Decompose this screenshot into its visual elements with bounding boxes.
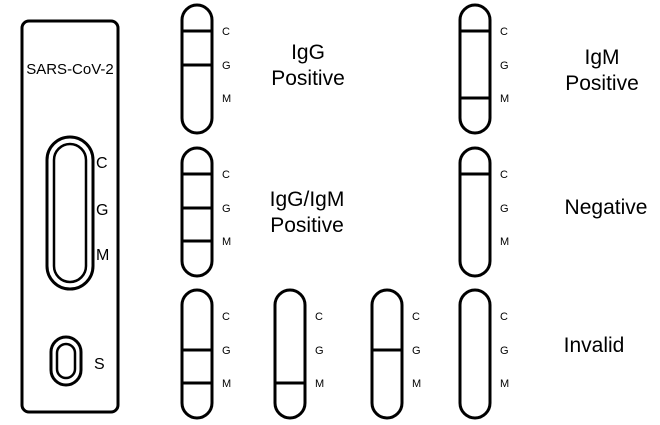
result-label-invalid: Invalid [563, 334, 625, 357]
strip-igg-igm-positive: C G M [180, 146, 231, 278]
strip-outline [370, 288, 404, 420]
result-label-igg-positive: IgG Positive [271, 41, 345, 90]
strip-outline [180, 3, 214, 135]
strip-letter-c: C [500, 26, 508, 38]
strip-letter-c: C [500, 169, 508, 181]
strip-invalid-2: C G M [273, 288, 324, 420]
strip-letter-c: C [500, 311, 508, 323]
strip-letter-g: G [500, 60, 509, 72]
strip-letter-m: M [500, 378, 509, 390]
strip-letter-m: M [412, 378, 421, 390]
strip-letter-m: M [222, 93, 231, 105]
result-label-igm-positive: IgM Positive [565, 46, 639, 95]
result-strips: C G M C G M C G M C G M C G M C G M C G M C G M [180, 3, 509, 420]
cassette-sample-well-inner [55, 342, 77, 380]
strip-letter-c: C [222, 26, 230, 38]
cassette-letter-s: S [94, 356, 105, 373]
strip-letter-g: G [412, 345, 421, 357]
strip-igg-positive: C G M [180, 3, 231, 135]
strip-letter-m: M [222, 378, 231, 390]
strip-letter-g: G [315, 345, 324, 357]
strip-invalid-3: C G M [370, 288, 421, 420]
strip-outline [180, 146, 214, 278]
cassette-letter-c: C [96, 155, 108, 172]
strip-letter-c: C [412, 311, 420, 323]
result-label-igg-igm-positive: IgG/IgM Positive [269, 188, 345, 237]
strip-negative: C G M [458, 146, 509, 278]
result-label-negative: Negative [564, 196, 648, 219]
strip-letter-m: M [500, 236, 509, 248]
cassette-brand-label: SARS-CoV-2 [26, 61, 114, 78]
strip-letter-g: G [222, 345, 231, 357]
strip-letter-c: C [315, 311, 323, 323]
strip-letter-g: G [222, 203, 231, 215]
strip-invalid-1: C G M [180, 288, 231, 420]
strip-letter-m: M [315, 378, 324, 390]
strip-outline [458, 3, 492, 135]
strip-letter-g: G [500, 203, 509, 215]
strip-outline [273, 288, 307, 420]
cassette-result-window-inner [52, 142, 88, 284]
strip-letter-m: M [222, 236, 231, 248]
strip-letter-m: M [500, 93, 509, 105]
strip-letter-c: C [222, 311, 230, 323]
strip-letter-c: C [222, 169, 230, 181]
strip-outline [180, 288, 214, 420]
cassette-letter-m: M [96, 247, 109, 264]
cassette-letter-g: G [96, 202, 108, 219]
strip-igm-positive: C G M [458, 3, 509, 135]
test-cassette: SARS-CoV-2 C G M S [20, 19, 120, 414]
strip-outline [458, 146, 492, 278]
strip-invalid-4: C G M [458, 288, 509, 420]
strip-letter-g: G [222, 60, 231, 72]
strip-letter-g: G [500, 345, 509, 357]
strip-outline [458, 288, 492, 420]
